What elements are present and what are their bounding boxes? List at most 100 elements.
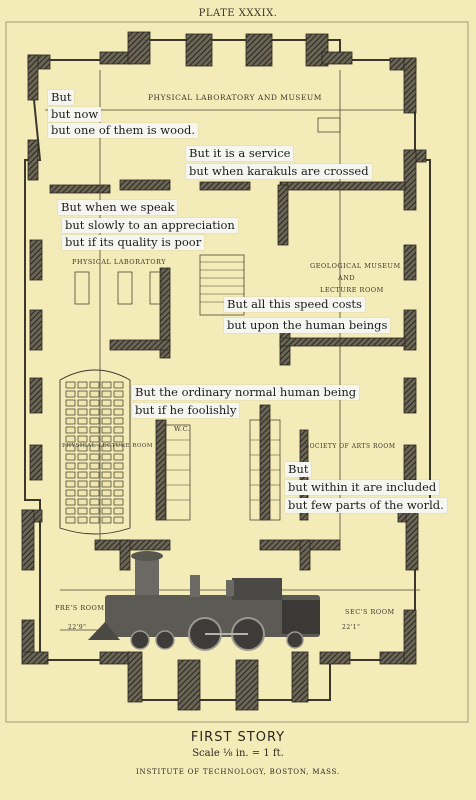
lecture-seat	[101, 408, 112, 416]
lecture-seat	[77, 462, 88, 470]
room-label-society-of-arts: SOCIETY OF ARTS ROOM	[305, 443, 396, 450]
lecture-seat	[65, 507, 76, 515]
lecture-seat	[113, 507, 124, 515]
lecture-seat	[77, 417, 88, 425]
lecture-seat	[101, 417, 112, 425]
lecture-seat	[65, 390, 76, 398]
lecture-seat	[113, 408, 124, 416]
text-clipping-3: but one of them is wood.	[48, 123, 199, 138]
lecture-seat	[77, 480, 88, 488]
text-clipping-7: but slowly to an appreciation	[62, 218, 238, 233]
room-label-physical-lab-museum: PHYSICAL LABORATORY AND MUSEUM	[148, 93, 322, 102]
lecture-seat	[89, 426, 100, 434]
text-clipping-6: But when we speak	[58, 200, 178, 215]
lecture-seat	[113, 471, 124, 479]
text-clipping-8: but if its quality is poor	[62, 235, 205, 250]
lecture-seat	[101, 516, 112, 524]
room-label-physical-laboratory: PHYSICAL LABORATORY	[72, 258, 167, 266]
lecture-seat	[113, 390, 124, 398]
lecture-seat	[89, 408, 100, 416]
lecture-seat	[77, 489, 88, 497]
floor-title: FIRST STORY	[190, 730, 286, 745]
lecture-seat	[113, 435, 124, 443]
lecture-seat	[77, 471, 88, 479]
lecture-seat	[113, 462, 124, 470]
lecture-seat	[101, 489, 112, 497]
text-clipping-9: But all this speed costs	[224, 297, 365, 312]
lecture-seat	[89, 435, 100, 443]
text-clipping-13: But	[285, 462, 312, 477]
lecture-seat	[113, 498, 124, 506]
scale-note: Scale ⅛ in. = 1 ft.	[192, 748, 284, 759]
lecture-seat	[77, 453, 88, 461]
room-label-secretarys-room: SEC'S ROOM	[345, 608, 395, 616]
room-label-and: AND	[338, 274, 356, 282]
lecture-seat	[101, 381, 112, 389]
lecture-seat	[113, 426, 124, 434]
plate-border	[5, 21, 469, 723]
lecture-seat	[101, 507, 112, 515]
lecture-seat	[113, 417, 124, 425]
lecture-seat	[77, 390, 88, 398]
lecture-seat	[89, 417, 100, 425]
lecture-seat	[113, 516, 124, 524]
lecture-seat	[65, 444, 76, 452]
lecture-seat	[77, 426, 88, 434]
lecture-seat	[101, 480, 112, 488]
lecture-seat	[89, 516, 100, 524]
lecture-seat	[89, 390, 100, 398]
lecture-seat	[113, 489, 124, 497]
dimension-label-1: 22'9"	[68, 624, 87, 631]
lecture-seat	[89, 480, 100, 488]
lecture-seat	[113, 399, 124, 407]
lecture-seat	[101, 390, 112, 398]
staircases	[165, 261, 280, 501]
lecture-seat	[113, 453, 124, 461]
lecture-seat	[89, 453, 100, 461]
lecture-seat	[77, 435, 88, 443]
lecture-seat	[65, 453, 76, 461]
lecture-seat	[89, 444, 100, 452]
text-clipping-14: but within it are included	[285, 480, 440, 495]
text-clipping-4: But it is a service	[186, 146, 294, 161]
lecture-seat	[77, 381, 88, 389]
lecture-seating	[59, 369, 131, 535]
lecture-seat	[113, 444, 124, 452]
lecture-seat	[65, 435, 76, 443]
lecture-seat	[89, 507, 100, 515]
lecture-seat	[77, 498, 88, 506]
institute-credit: INSTITUTE OF TECHNOLOGY, BOSTON, MASS.	[135, 768, 341, 776]
lecture-seat	[101, 399, 112, 407]
room-label-physical-lecture-room: PHYSICAL LECTURE ROOM	[62, 443, 154, 449]
lecture-seat	[101, 435, 112, 443]
lecture-seat	[65, 381, 76, 389]
lecture-seat	[77, 399, 88, 407]
lecture-seat	[89, 462, 100, 470]
lecture-seat	[65, 498, 76, 506]
lecture-seat	[77, 507, 88, 515]
lecture-seat	[101, 453, 112, 461]
text-clipping-5: but when karakuls are crossed	[186, 164, 372, 179]
lecture-seat	[77, 408, 88, 416]
text-clipping-10: but upon the human beings	[224, 318, 391, 333]
dimension-label-2: 22'1"	[342, 624, 361, 631]
room-label-geological-museum: GEOLOGICAL MUSEUM	[310, 262, 401, 270]
lecture-seat	[101, 462, 112, 470]
lecture-seat	[65, 516, 76, 524]
lecture-seat	[65, 408, 76, 416]
text-clipping-1: But	[48, 90, 75, 105]
lecture-seat	[113, 480, 124, 488]
text-clipping-11: But the ordinary normal human being	[132, 385, 360, 400]
lecture-seat	[65, 480, 76, 488]
lecture-seat	[65, 399, 76, 407]
plate-number: PLATE XXXIX.	[198, 8, 278, 19]
lecture-seat	[89, 489, 100, 497]
lecture-seat	[65, 426, 76, 434]
lecture-seat	[101, 444, 112, 452]
text-clipping-15: but few parts of the world.	[285, 498, 447, 513]
lecture-seat	[77, 444, 88, 452]
lecture-seat	[101, 426, 112, 434]
lecture-seat	[101, 498, 112, 506]
room-label-presidents-room: PRE'S ROOM	[55, 604, 105, 612]
